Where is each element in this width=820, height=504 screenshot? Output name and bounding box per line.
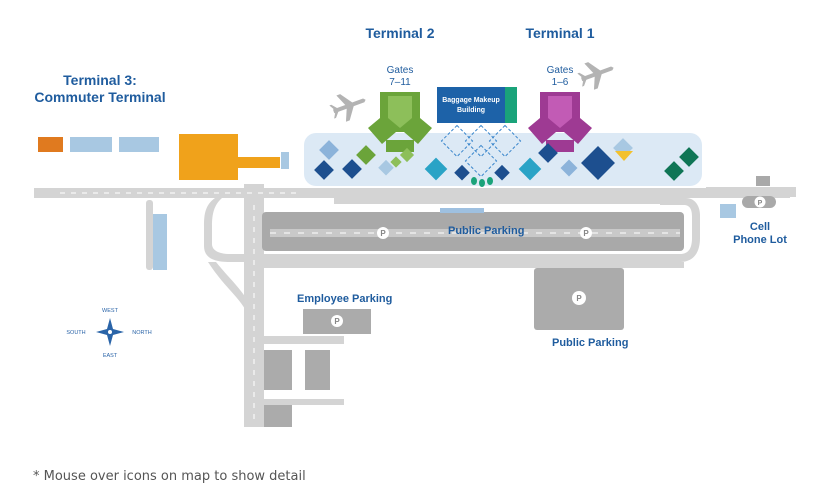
compass-west: WEST: [102, 308, 119, 314]
cell-phone-lot-line2: Phone Lot: [733, 234, 787, 246]
facility-icons[interactable]: [314, 138, 699, 181]
parking-icon-employee[interactable]: P: [331, 315, 343, 327]
terminal-3-title-line2: Commuter Terminal: [34, 89, 165, 105]
terminal-2-pier-icons[interactable]: [356, 145, 415, 168]
parking-icon-center-2[interactable]: P: [580, 227, 592, 239]
baggage-label-line2: Building: [457, 107, 485, 114]
svg-text:P: P: [334, 317, 340, 326]
baggage-makeup-building[interactable]: [437, 87, 517, 123]
compass-south: SOUTH: [66, 330, 85, 336]
svg-text:P: P: [583, 229, 589, 238]
terminal-1-gates-label: Gates: [547, 65, 574, 76]
airplane-icon-left: [329, 94, 366, 122]
parking-icon-lower[interactable]: P: [572, 291, 586, 305]
baggage-dashed-outline: [440, 124, 522, 178]
svg-text:P: P: [758, 200, 763, 207]
svg-text:P: P: [380, 229, 386, 238]
road-markings: [60, 192, 300, 420]
terminal-2-gates-label: Gates: [387, 65, 414, 76]
terminal-1-gates-range: 1–6: [552, 77, 569, 88]
terminal-2-title: Terminal 2: [366, 25, 435, 41]
compass-east: EAST: [103, 353, 118, 359]
map-footnote: * Mouse over icons on map to show detail: [33, 469, 306, 484]
terminal-3-buildings: [38, 134, 289, 270]
cell-phone-lot-line1: Cell: [750, 221, 770, 233]
public-parking-lot-label: Public Parking: [552, 337, 628, 349]
public-parking-center-label: Public Parking: [448, 225, 524, 237]
lower-parking-lots: [264, 350, 330, 427]
parking-icon-center-1[interactable]: P: [377, 227, 389, 239]
terminal-2-gates-range: 7–11: [389, 77, 411, 88]
terminal-1-title: Terminal 1: [526, 25, 595, 41]
terminal-3-title-line1: Terminal 3:: [63, 72, 137, 88]
baggage-label-line1: Baggage Makeup: [442, 97, 500, 104]
parking-icon-cell[interactable]: P: [754, 196, 766, 208]
svg-text:P: P: [576, 294, 582, 303]
compass-rose-icon: [96, 318, 124, 346]
airplane-icon-right: [577, 62, 614, 90]
employee-parking-label: Employee Parking: [297, 293, 392, 305]
fountain-icon: [471, 177, 493, 187]
compass-north: NORTH: [132, 330, 151, 336]
public-parking-center-lot: [262, 208, 684, 251]
